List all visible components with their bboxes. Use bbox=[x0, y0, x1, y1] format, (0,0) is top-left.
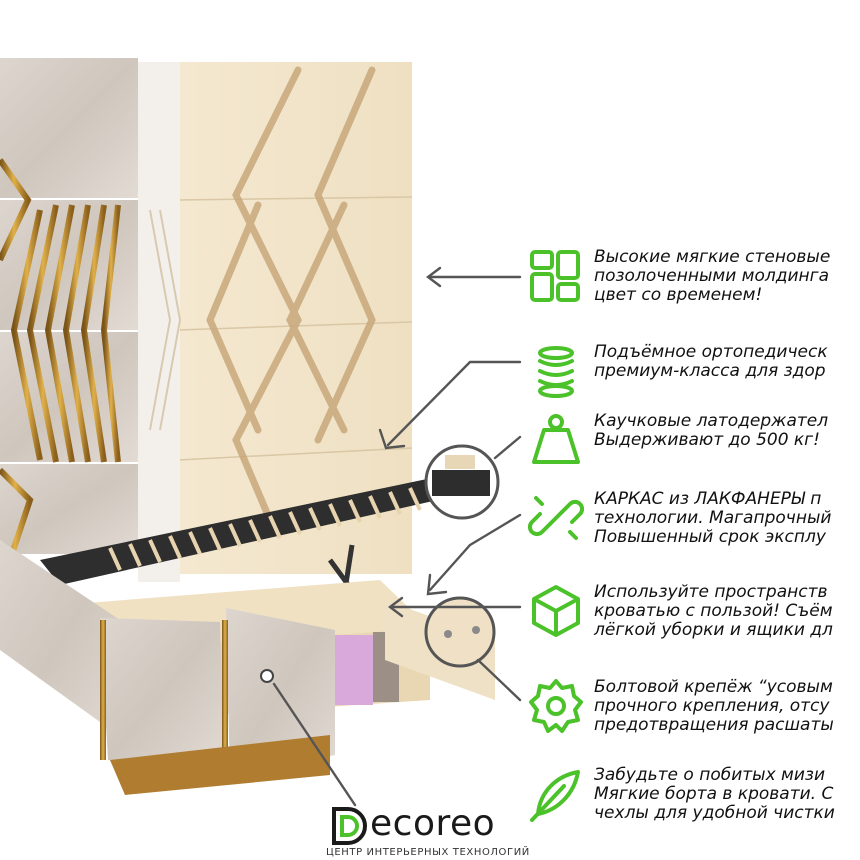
feature-line: Выдерживают до 500 кг! bbox=[594, 430, 820, 450]
feature-line: премиум-класса для здор bbox=[594, 361, 826, 381]
feature-orthopedic-base: Подъёмное ортопедическ премиум-класса дл… bbox=[528, 343, 860, 413]
feature-line: лёгкой уборки и ящики дл bbox=[594, 620, 833, 640]
feature-soft-rails: Забудьте о побитых мизи Мягкие борта в к… bbox=[528, 766, 860, 836]
feature-line: Высокие мягкие стеновые bbox=[594, 248, 831, 267]
velvet-side-rail bbox=[0, 540, 335, 795]
feature-line: Мягкие борта в кровати. С bbox=[594, 784, 834, 804]
weight-icon bbox=[532, 414, 580, 464]
feature-line: прочного крепления, отсу bbox=[594, 696, 830, 716]
feature-line: позолоченными молдинга bbox=[594, 266, 830, 286]
feature-line: Подъёмное ортопедическ bbox=[594, 343, 828, 362]
white-wall-strip bbox=[138, 62, 180, 582]
feature-line: технологии. Магапрочный bbox=[594, 508, 832, 528]
bolt-detail-circle bbox=[424, 596, 496, 668]
feature-line: КАРКАС из ЛАКФАНЕРЫ п bbox=[594, 490, 822, 509]
soft-rail-detail-circle bbox=[260, 669, 274, 683]
feature-line: Повышенный срок эксплу bbox=[594, 527, 826, 547]
feature-rubber-holders: Каучковые латодержател Выдерживают до 50… bbox=[528, 412, 860, 482]
feature-line: Используйте пространств bbox=[594, 583, 828, 602]
chain-link-icon bbox=[528, 496, 584, 540]
feature-wall-panels: Высокие мягкие стеновые позолоченными мо… bbox=[528, 248, 860, 318]
pointer-arrows bbox=[272, 266, 522, 807]
logo-d-mark bbox=[332, 807, 367, 845]
brand-name: ecoreo bbox=[370, 803, 496, 844]
white-strip-lines bbox=[149, 209, 182, 431]
feature-plywood-frame: КАРКАС из ЛАКФАНЕРЫ п технологии. Магапр… bbox=[528, 490, 860, 560]
gear-bolt-icon bbox=[529, 679, 583, 733]
feature-line: предотвращения расшаты bbox=[594, 715, 834, 735]
feature-bolt-fastening: Болтовой крепёж “усовым прочного креплен… bbox=[528, 678, 860, 748]
brand-tagline: ЦЕНТР ИНТЕРЬЕРНЫХ ТЕХНОЛОГИЙ bbox=[326, 847, 530, 858]
feature-line: чехлы для удобной чистки bbox=[594, 803, 835, 823]
feather-leaf-icon bbox=[530, 770, 580, 822]
feature-line: Забудьте о побитых мизи bbox=[594, 766, 826, 785]
decoreo-logo: ecoreo ЦЕНТР ИНТЕРЬЕРНЫХ ТЕХНОЛОГИЙ bbox=[326, 803, 550, 860]
spring-coil-icon bbox=[538, 346, 574, 398]
feature-line: Болтовой крепёж “усовым bbox=[594, 678, 833, 697]
lift-slat-frame bbox=[40, 470, 482, 592]
latodержатель-detail-circle bbox=[424, 444, 500, 520]
feature-storage: Используйте пространств кроватью с польз… bbox=[528, 583, 860, 653]
wood-wall-panel bbox=[177, 62, 413, 574]
feature-line: цвет со временем! bbox=[594, 285, 763, 305]
velvet-headboard bbox=[0, 58, 138, 561]
feature-line: кроватью с пользой! Съём bbox=[594, 601, 833, 621]
feature-line: Каучковые латодержател bbox=[594, 412, 829, 431]
box-cube-icon bbox=[532, 585, 580, 637]
layout-grid-icon bbox=[530, 250, 580, 302]
